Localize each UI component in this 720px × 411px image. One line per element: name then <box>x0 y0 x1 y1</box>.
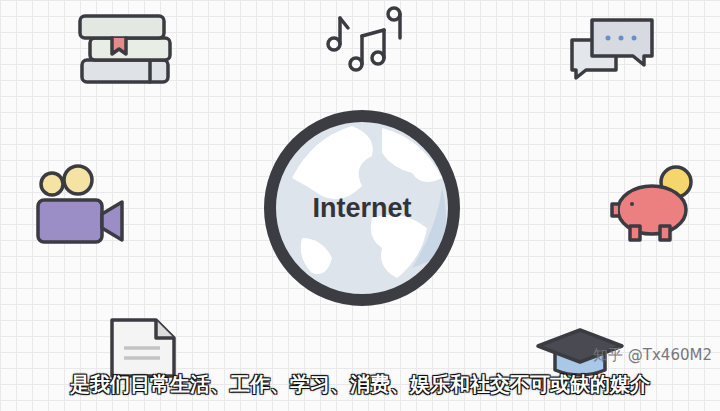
chat-bubbles-icon <box>572 20 652 78</box>
globe-node: Internet <box>262 108 462 308</box>
piggy-bank-icon <box>612 167 691 240</box>
subtitle-caption: 是我们日常生活、工作、学习、消费、娱乐和社交不可或缺的媒介 <box>0 371 720 398</box>
document-icon <box>112 320 174 376</box>
music-notes-icon <box>328 8 400 70</box>
watermark-label: 知乎 @Tx460M2 <box>593 346 712 365</box>
video-camera-icon <box>38 166 122 242</box>
globe-title: Internet <box>312 193 411 224</box>
books-icon <box>80 16 170 82</box>
